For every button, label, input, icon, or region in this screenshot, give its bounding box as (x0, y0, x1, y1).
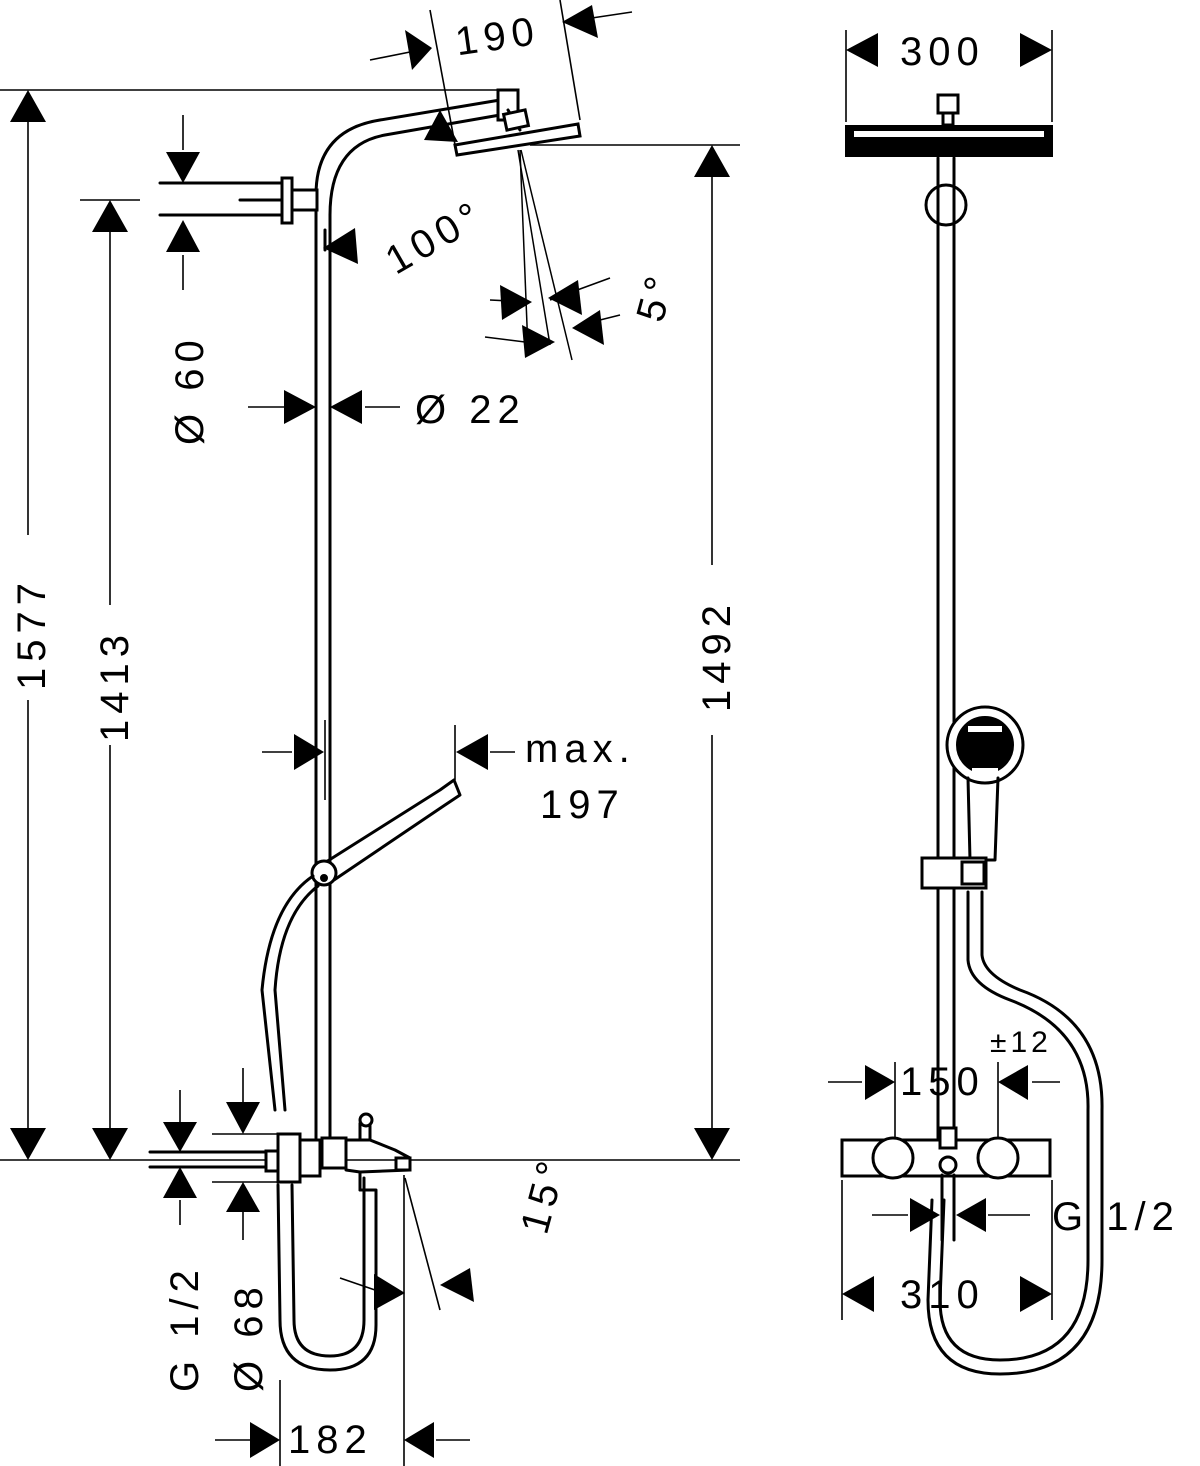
front-overhead-shower (845, 93, 1053, 227)
dim-outlet-height: 1413 (80, 199, 140, 1160)
dim-hand-shower-reach-label: 197 (540, 783, 625, 827)
dim-inlet-thread-front: G 1/2 (872, 1195, 1180, 1239)
dim-head-projection: 190 (369, 0, 633, 151)
dim-total-height-label: 1577 (10, 577, 54, 690)
dim-rail-diameter: Ø 22 (248, 388, 526, 432)
dim-inlet-diameter-label: Ø 68 (227, 1281, 271, 1392)
wall-outlet-elbow (158, 176, 319, 225)
side-view: 190 100° 5° Ø 60 (0, 0, 740, 1466)
front-rail (936, 156, 956, 1140)
dim-spray-angle-label: 5° (628, 266, 684, 326)
dim-inlet-spacing-label: 150 (900, 1060, 985, 1104)
dim-spout-projection: 182 (215, 1175, 470, 1466)
dim-outlet-height-label: 1413 (93, 629, 137, 742)
front-hand-shower (920, 705, 1104, 1376)
dim-inlet-diameter: Ø 68 (212, 1068, 278, 1392)
front-thermostat-mixer (840, 1126, 1052, 1242)
dim-head-width: 300 (845, 30, 1053, 122)
dim-mixer-width: 310 (841, 1180, 1053, 1320)
dim-outlet-diameter: Ø 60 (166, 115, 212, 445)
dim-head-projection-label: 190 (453, 9, 543, 64)
dim-head-height: 1492 (694, 145, 739, 1160)
shower-riser (314, 88, 520, 1140)
dim-inlet-thread-front-label: G 1/2 (1052, 1195, 1180, 1239)
dim-inlet-spacing: 150 ±12 (828, 1026, 1060, 1138)
thermostat-mixer (148, 1112, 412, 1372)
dim-head-angle-label: 100° (378, 192, 492, 283)
dim-rail-diameter-label: Ø 22 (415, 388, 526, 432)
dim-mixer-width-label: 310 (900, 1273, 985, 1317)
dim-head-height-label: 1492 (695, 599, 739, 712)
dim-spout-projection-label: 182 (288, 1418, 373, 1462)
dim-total-height: 1577 (10, 90, 54, 1160)
dim-head-width-label: 300 (900, 30, 985, 74)
dim-spray-angle: 5° (484, 266, 684, 358)
dim-inlet-thread-side: G 1/2 (163, 1090, 207, 1392)
dim-inlet-thread-side-label: G 1/2 (163, 1264, 207, 1392)
dim-inlet-tolerance-label: ±12 (990, 1026, 1052, 1059)
spray-lines (517, 149, 573, 361)
dim-outlet-diameter-label: Ø 60 (168, 334, 212, 445)
front-view: 300 150 ±12 G 1/2 310 (828, 30, 1180, 1376)
overhead-shower-head (453, 108, 582, 157)
hand-shower (260, 778, 462, 1112)
dim-hand-shower-reach-prefix: max. (525, 727, 636, 771)
dim-hand-shower-reach: max. 197 (262, 720, 636, 827)
dim-spout-angle-label: 15° (513, 1151, 576, 1238)
dim-head-angle: 100° (323, 110, 493, 283)
